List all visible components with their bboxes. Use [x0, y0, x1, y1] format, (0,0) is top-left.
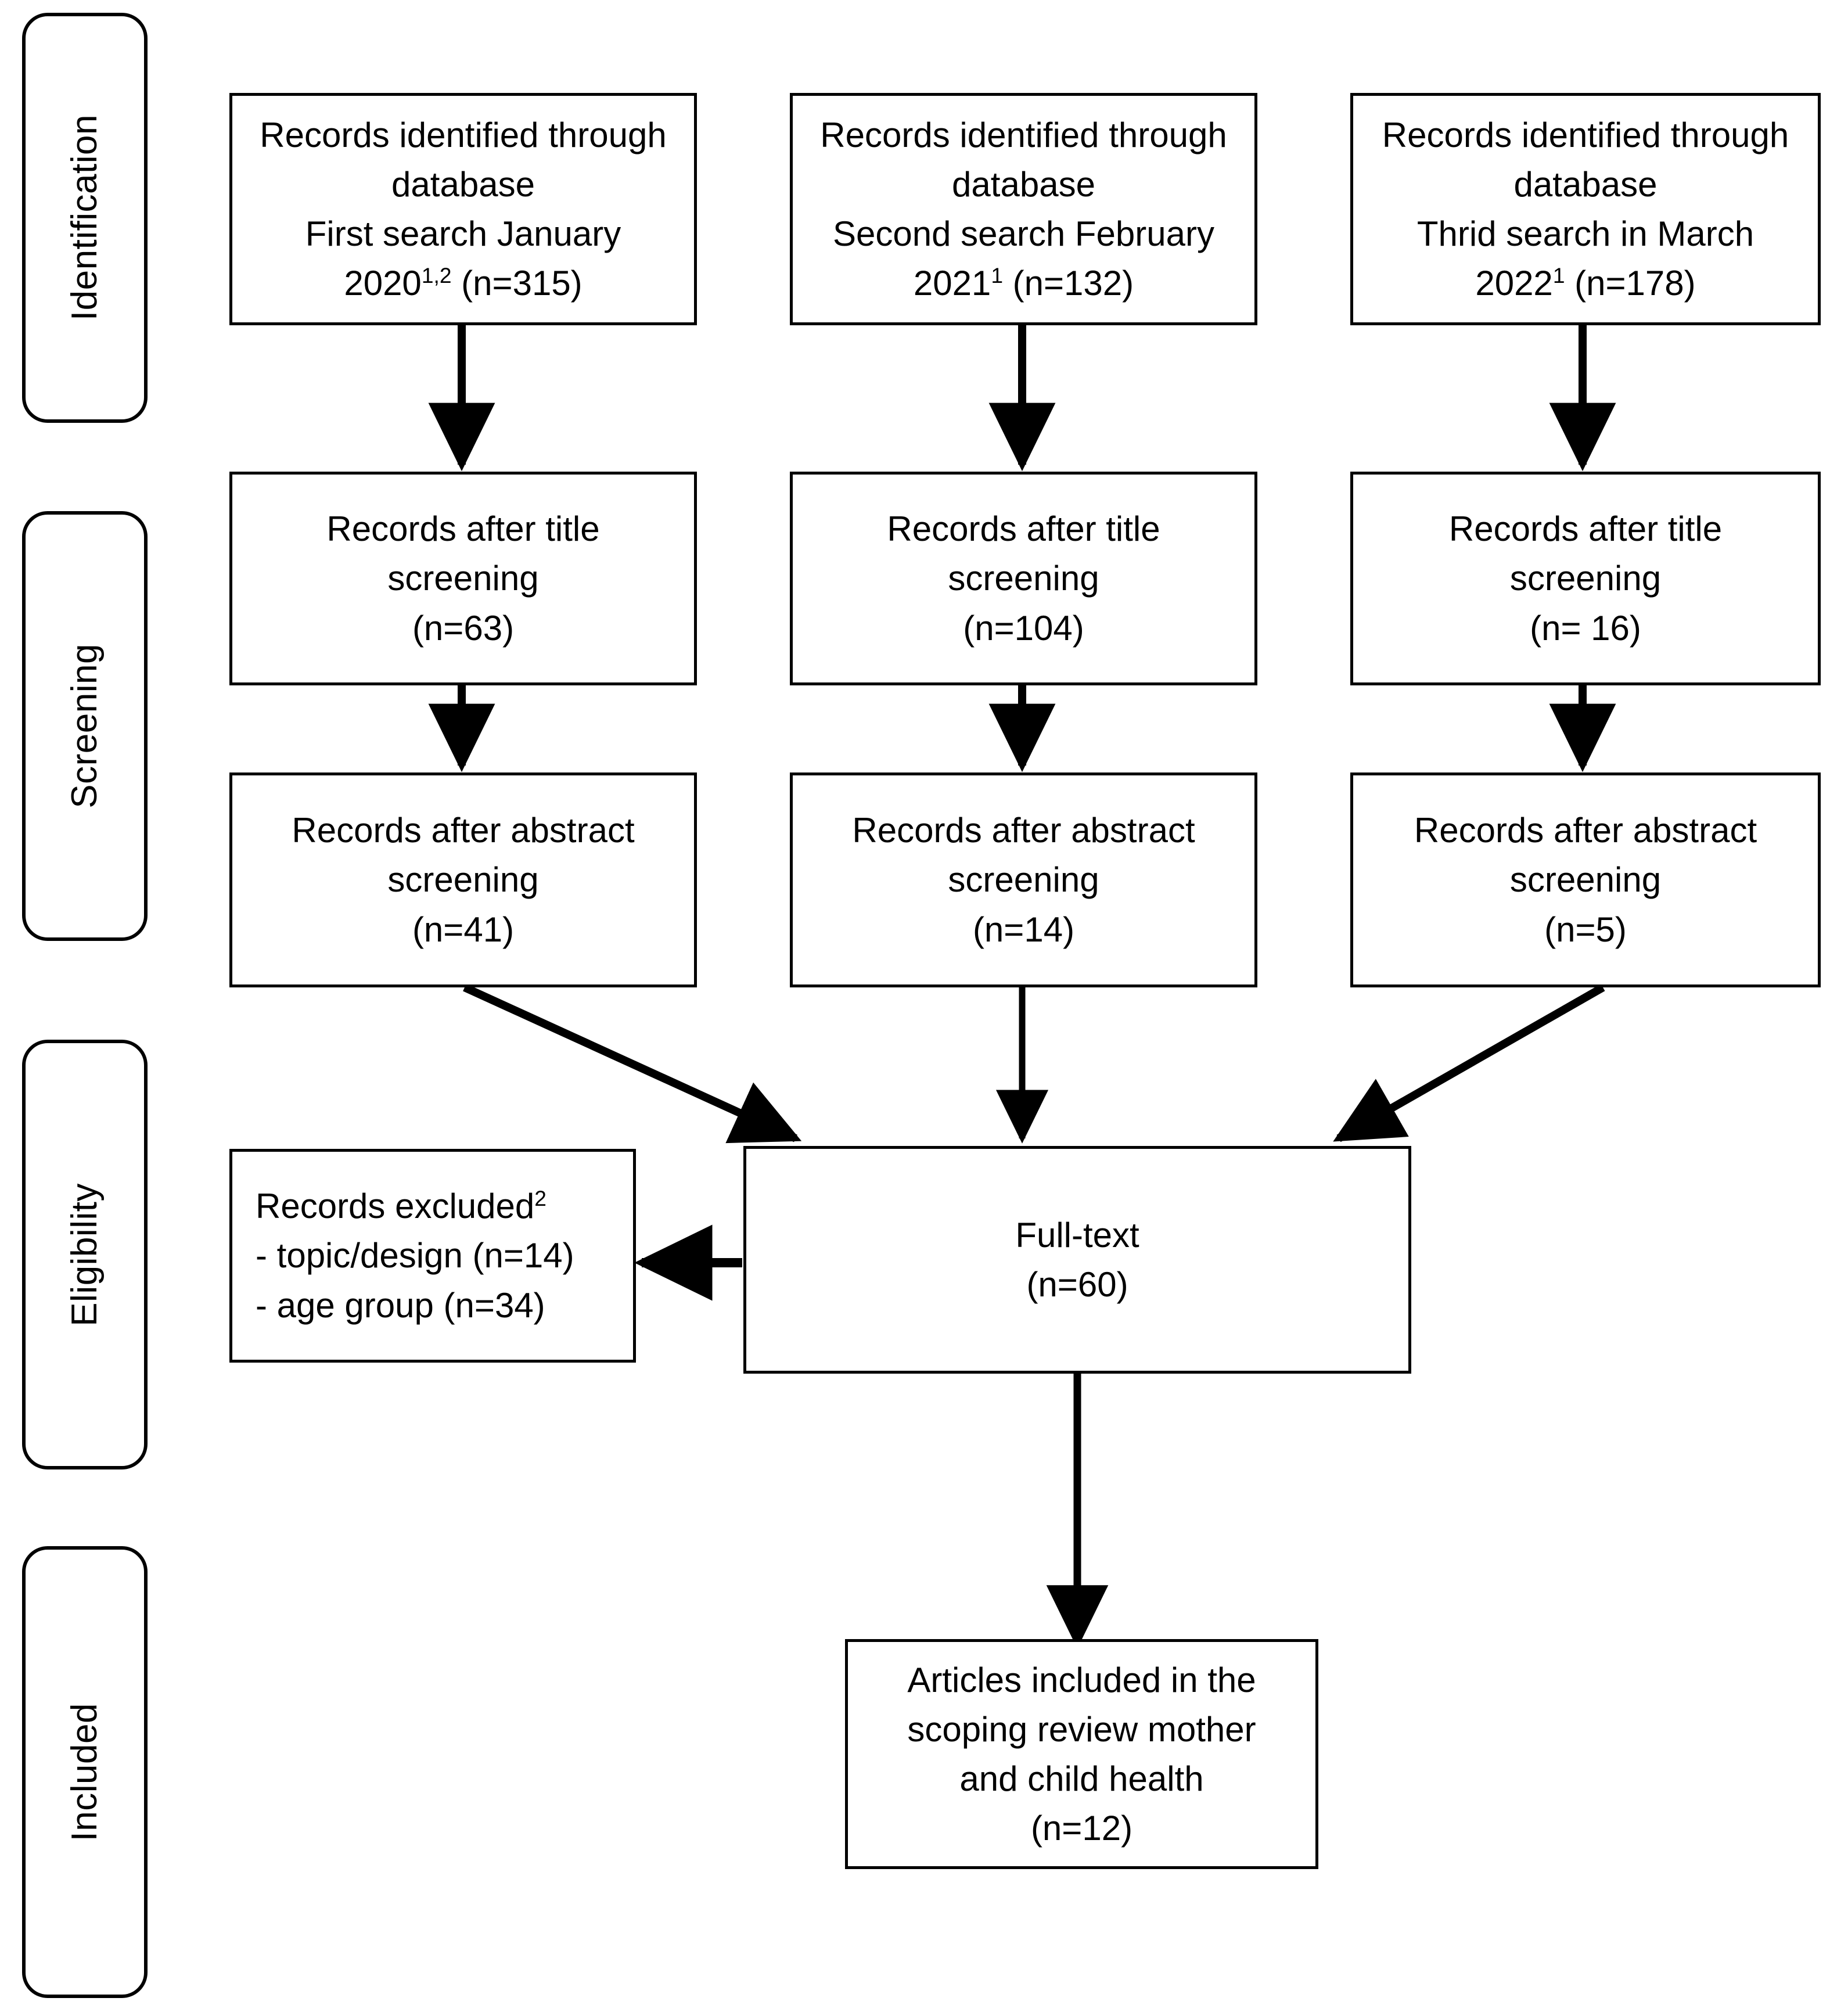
search2-year: 2021 — [913, 264, 991, 303]
title3-line2: screening — [1509, 559, 1662, 598]
included-line1: Articles included in the — [907, 1660, 1256, 1699]
box-abstract-screening-col1: Records after abstract screening (n=41) — [229, 772, 697, 987]
excluded-heading-text: Records excluded — [256, 1187, 535, 1226]
box-records-identified-search3: Records identified through database Thri… — [1350, 93, 1821, 325]
box-title-screening-col1: Records after title screening (n=63) — [229, 472, 697, 685]
abstract3-line2: screening — [1509, 860, 1662, 900]
stage-screening-label: Screening — [64, 644, 105, 809]
search3-footnote-marker: 1 — [1552, 263, 1565, 288]
search3-line4: 20221 (n=178) — [1364, 258, 1807, 308]
search3-line1: Records identified through — [1382, 115, 1789, 154]
box-records-excluded: Records excluded2 - topic/design (n=14) … — [229, 1149, 636, 1363]
title2-line1: Records after title — [887, 509, 1160, 549]
title2-count: (n=104) — [963, 608, 1084, 648]
stage-eligibility-label: Eligibility — [64, 1183, 105, 1327]
box-records-identified-search1: Records identified through database Firs… — [229, 93, 697, 325]
box-full-text: Full-text (n=60) — [743, 1146, 1411, 1374]
excluded-footnote-marker: 2 — [534, 1186, 547, 1211]
stage-identification: Identification — [22, 13, 148, 423]
stage-eligibility: Eligibility — [22, 1040, 148, 1469]
stage-included-label: Included — [64, 1702, 105, 1842]
search2-line3: Second search February — [832, 214, 1214, 253]
arrow-abstract3-to-fulltext — [1333, 983, 1605, 1142]
abstract1-line1: Records after abstract — [292, 811, 635, 850]
abstract1-count: (n=41) — [412, 910, 515, 949]
box-abstract-screening-col3: Records after abstract screening (n=5) — [1350, 772, 1821, 987]
title1-line2: screening — [387, 559, 539, 598]
search2-line2: database — [952, 164, 1095, 204]
search3-count: (n=178) — [1565, 264, 1696, 303]
search3-line3: Thrid search in March — [1416, 214, 1754, 253]
excluded-heading: Records excluded2 — [256, 1181, 547, 1231]
box-articles-included: Articles included in the scoping review … — [845, 1639, 1318, 1869]
included-count: (n=12) — [1030, 1809, 1133, 1848]
search2-footnote-marker: 1 — [991, 263, 1003, 288]
full-text-count: (n=60) — [1026, 1265, 1128, 1304]
abstract1-line2: screening — [387, 860, 539, 900]
arrow-abstract1-to-fulltext — [463, 983, 802, 1144]
search1-line1: Records identified through — [260, 115, 667, 154]
included-line2: scoping review mother — [907, 1709, 1256, 1749]
search1-count: (n=315) — [451, 264, 583, 303]
box-title-screening-col3: Records after title screening (n= 16) — [1350, 472, 1821, 685]
search1-year: 2020 — [344, 264, 422, 303]
search1-line3: First search January — [305, 214, 621, 253]
stage-identification-label: Identification — [64, 114, 105, 321]
title2-line2: screening — [948, 559, 1099, 598]
search3-year: 2022 — [1475, 264, 1553, 303]
box-title-screening-col2: Records after title screening (n=104) — [790, 472, 1257, 685]
search1-line4: 20201,2 (n=315) — [243, 258, 684, 308]
search1-line2: database — [391, 164, 535, 204]
abstract2-line2: screening — [948, 860, 1099, 900]
abstract2-count: (n=14) — [972, 910, 1075, 949]
search2-count: (n=132) — [1003, 264, 1134, 303]
box-records-identified-search2: Records identified through database Seco… — [790, 93, 1257, 325]
excluded-reason-age-group: - age group (n=34) — [256, 1285, 545, 1325]
full-text-label: Full-text — [1015, 1215, 1139, 1255]
abstract2-line1: Records after abstract — [852, 811, 1195, 850]
search3-line2: database — [1513, 164, 1658, 204]
excluded-reason-topic-design: - topic/design (n=14) — [256, 1236, 574, 1275]
search2-line4: 20211 (n=132) — [803, 258, 1244, 308]
abstract3-line1: Records after abstract — [1414, 811, 1757, 850]
search1-footnote-marker: 1,2 — [421, 263, 452, 288]
title1-count: (n=63) — [412, 608, 515, 648]
stage-included: Included — [22, 1546, 148, 1998]
title3-count: (n= 16) — [1530, 608, 1641, 648]
title1-line1: Records after title — [326, 509, 600, 549]
abstract3-count: (n=5) — [1544, 910, 1627, 949]
box-abstract-screening-col2: Records after abstract screening (n=14) — [790, 772, 1257, 987]
included-line3: and child health — [959, 1759, 1204, 1798]
stage-screening: Screening — [22, 511, 148, 941]
search2-line1: Records identified through — [820, 115, 1227, 154]
title3-line1: Records after title — [1448, 509, 1723, 549]
